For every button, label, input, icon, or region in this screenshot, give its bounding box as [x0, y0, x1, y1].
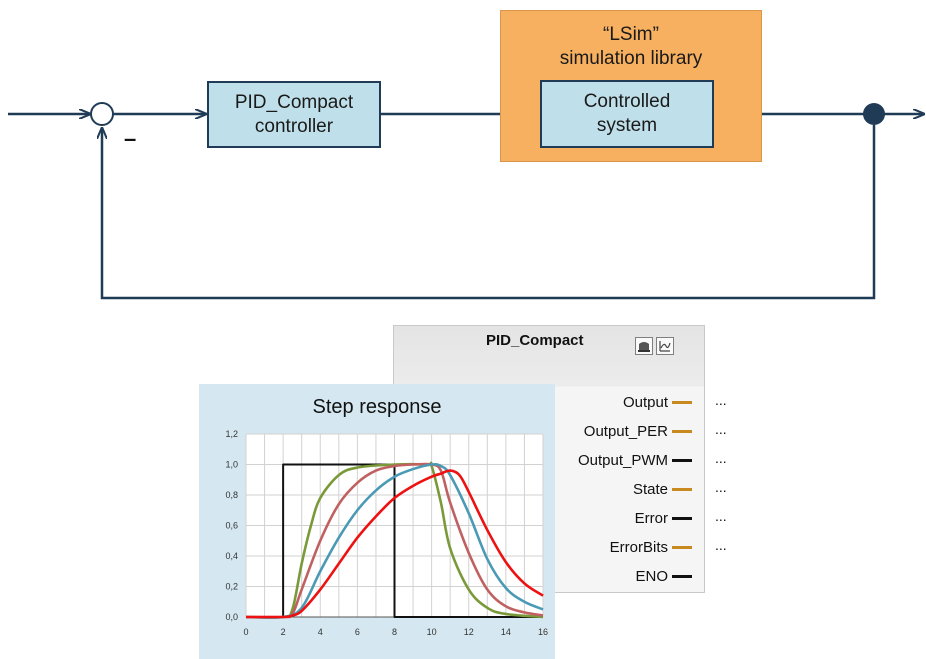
output-pin-line — [672, 458, 692, 462]
output-pin-output-per: Output_PER — [584, 420, 692, 442]
output-pin-line — [672, 400, 692, 404]
y-tick-label: 1,0 — [225, 460, 238, 470]
pid-controller-name: PID_Compact — [234, 91, 354, 113]
x-tick-label: 2 — [281, 627, 286, 637]
x-tick-label: 6 — [355, 627, 360, 637]
step-response-panel: Step response 0,0 0,2 0,4 0,6 0,8 1,0 1,2 0 2 4 6 8… — [199, 384, 555, 659]
library-name: “LSim” — [603, 24, 659, 45]
controlled-system-name: Controlled — [583, 91, 671, 112]
y-tick-label: 0,6 — [225, 521, 238, 531]
output-pin-ellipsis: ... — [715, 537, 727, 553]
output-pin-ellipsis: ... — [715, 508, 727, 524]
series-line-4 — [245, 469, 544, 619]
x-tick-label: 12 — [464, 627, 474, 637]
x-tick-label: 14 — [501, 627, 511, 637]
y-tick-label: 0,4 — [225, 551, 238, 561]
controlled-system-caption: system — [596, 115, 658, 136]
output-pin-line — [672, 429, 692, 433]
chart-title: Step response — [312, 396, 442, 418]
output-pin-ellipsis: ... — [715, 392, 727, 408]
output-pin-errorbits: ErrorBits — [610, 536, 692, 558]
output-pin-error: Error — [635, 507, 692, 529]
output-pin-ellipsis: ... — [715, 479, 727, 495]
controlled-system-block: Controlled system — [540, 80, 714, 148]
feedback-path — [102, 125, 876, 300]
x-tick-label: 16 — [538, 627, 548, 637]
minus-sign: – — [124, 126, 136, 151]
output-pin-ellipsis: ... — [715, 450, 727, 466]
y-tick-label: 0,0 — [225, 612, 238, 622]
function-block-title: PID_Compact — [486, 332, 584, 349]
pid-controller-caption: controller — [254, 115, 334, 137]
output-pin-state: State — [633, 478, 692, 500]
output-pin-eno: ENO — [635, 565, 692, 587]
summing-junction — [90, 102, 114, 126]
output-pin-line — [672, 516, 692, 520]
branch-point — [863, 103, 885, 125]
pid-controller-block: PID_Compact controller — [207, 81, 381, 148]
output-pin-ellipsis: ... — [715, 421, 727, 437]
output-pin-output-pwm: Output_PWM — [578, 449, 692, 471]
output-pin-label: Output_PER — [583, 422, 668, 440]
x-tick-label: 4 — [318, 627, 323, 637]
x-tick-label: 0 — [243, 627, 248, 637]
y-tick-label: 0,2 — [225, 582, 238, 592]
output-pin-label: ErrorBits — [609, 538, 668, 556]
series-line-3 — [245, 462, 544, 619]
x-tick-label: 10 — [427, 627, 437, 637]
monitor-icon[interactable] — [635, 337, 653, 355]
output-pin-label: State — [632, 480, 668, 498]
output-pin-line — [672, 545, 692, 549]
output-pin-output: Output — [623, 391, 692, 413]
output-pin-label: Error — [634, 509, 668, 527]
series-line-2 — [245, 462, 544, 619]
series-line-1 — [245, 461, 544, 619]
output-pin-label: Output_PWM — [577, 451, 668, 469]
output-pin-label: Output — [622, 393, 668, 411]
output-pin-label: ENO — [635, 567, 668, 585]
step-response-chart: 0,0 0,2 0,4 0,6 0,8 1,0 1,2 0 2 4 6 8 10 12 14 16 — [225, 429, 548, 637]
chart-tool-icon[interactable] — [656, 337, 674, 355]
x-tick-label: 8 — [392, 627, 397, 637]
library-caption: simulation library — [559, 48, 703, 69]
y-tick-label: 1,2 — [225, 429, 238, 439]
output-pin-line — [672, 487, 692, 491]
output-pin-line — [672, 574, 692, 578]
y-tick-label: 0,8 — [225, 490, 238, 500]
